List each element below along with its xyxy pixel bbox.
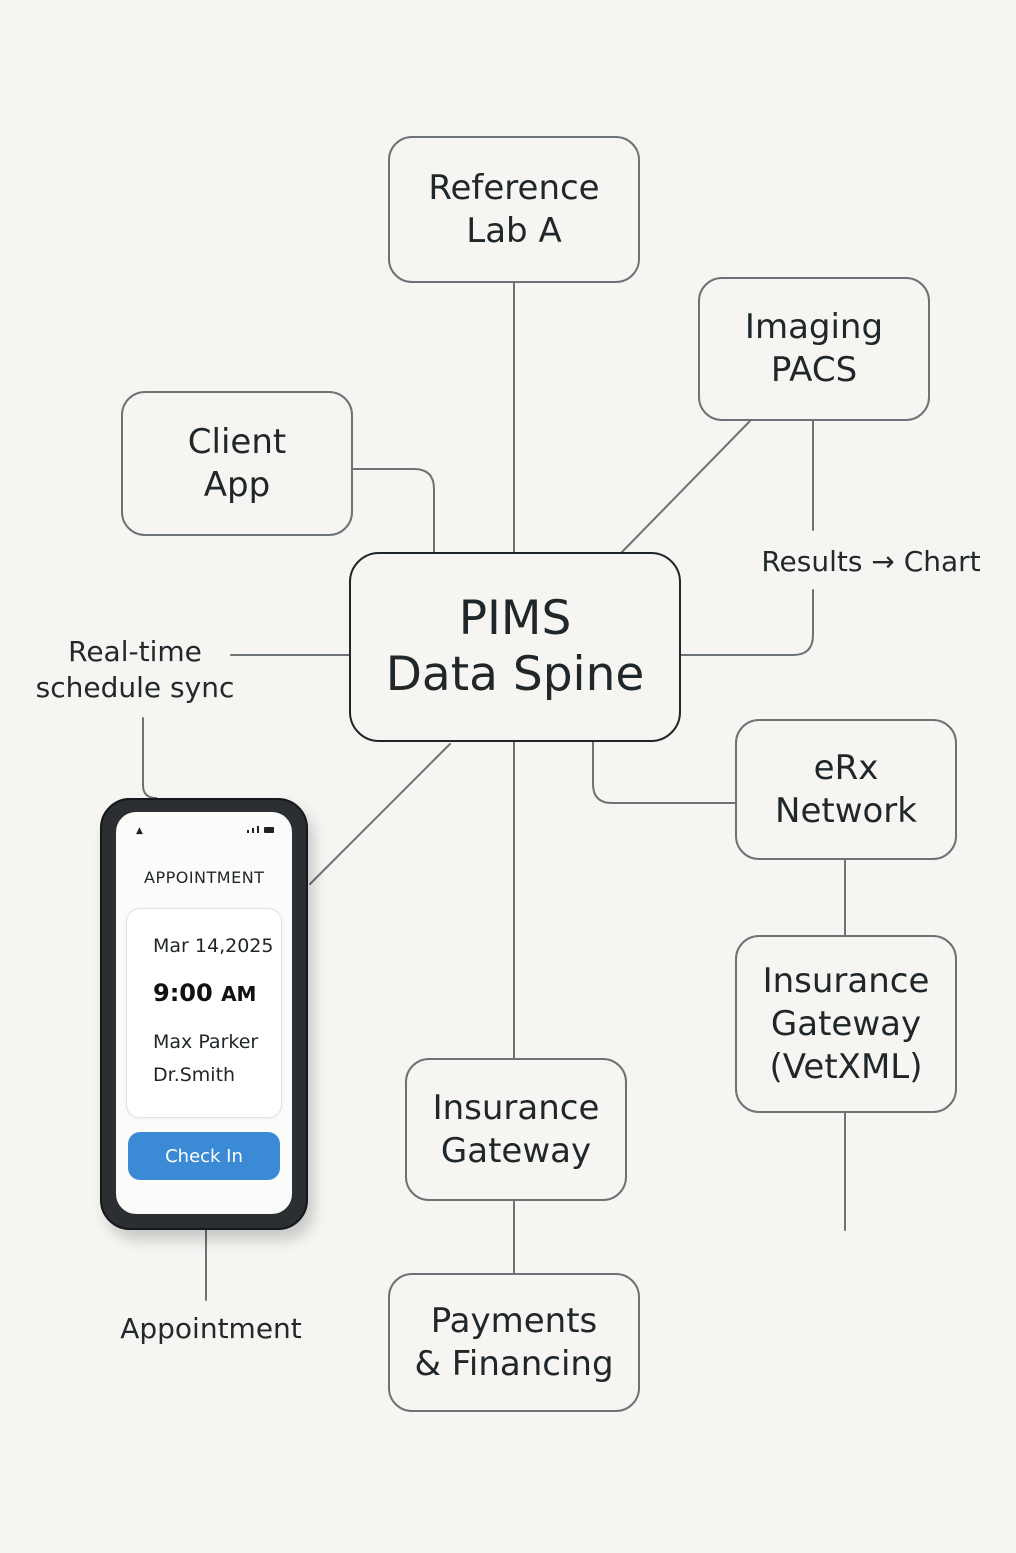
appointment-date: Mar 14,2025 [153,935,274,957]
realtime-sync-label: Real-time schedule sync [30,634,240,706]
erx-line1: eRx [813,747,879,788]
payments-line1: Payments [430,1300,598,1341]
battery-icon [264,827,274,833]
client-app-line1: Client [187,421,287,462]
appointment-header: APPOINTMENT [144,868,265,887]
payments-line2: & Financing [414,1343,614,1384]
connector-imaging-diagonal [621,420,751,553]
insurance-gateway-line2: Gateway [440,1130,592,1171]
signal-bars-icon [247,830,249,833]
signal-icon: ▲ [136,826,143,836]
realtime-line1: Real-time [68,635,202,668]
insurance-vetxml-line1: Insurance [762,960,930,1001]
payments-financing-node: Payments & Financing [388,1273,640,1412]
insurance-gateway-line1: Insurance [432,1087,600,1128]
erx-line2: Network [775,790,917,831]
hub-line1: PIMS [458,591,572,646]
connector-realtime-phone [142,717,157,799]
reference-lab-node: Reference Lab A [388,136,640,283]
imaging-line1: Imaging [744,307,884,347]
appointment-label: Appointment [120,1312,302,1345]
connector-results-hub [679,589,814,656]
connector-client-app [351,468,435,553]
insurance-gateway-node: Insurance Gateway [405,1058,627,1201]
reference-lab-line2: Lab A [466,210,562,251]
status-bar-icons [247,826,274,833]
check-in-button[interactable]: Check In [128,1132,280,1180]
imaging-pacs-node: Imaging PACS [698,277,930,421]
insurance-vetxml-line2: Gateway [770,1003,922,1044]
signal-bar [252,828,254,833]
time-ampm: AM [221,982,257,1006]
reference-lab-line1: Reference [428,167,600,208]
patient-name: Max Parker [153,1031,259,1053]
phone-mockup: ▲ APPOINTMENT Mar 14,2025 9:00 AM Max Pa… [100,798,308,1230]
insurance-vetxml-line3: (VetXML) [769,1046,923,1087]
imaging-line2: PACS [770,350,858,390]
time-value: 9:00 [153,979,213,1007]
hub-line2: Data Spine [385,647,645,702]
phone-screen: ▲ APPOINTMENT Mar 14,2025 9:00 AM Max Pa… [116,812,292,1214]
results-chart-label: Results → Chart [761,545,981,578]
client-app-line2: App [203,464,271,505]
connector-phone-hub [309,743,451,885]
realtime-line2: schedule sync [35,671,235,704]
erx-network-node: eRx Network [735,719,957,860]
signal-bar [257,826,259,833]
connector-erx [592,741,736,804]
pims-data-spine-node: PIMS Data Spine [349,552,681,742]
doctor-name: Dr.Smith [153,1064,236,1086]
client-app-node: Client App [121,391,353,536]
insurance-vetxml-node: Insurance Gateway (VetXML) [735,935,957,1113]
appointment-time: 9:00 AM [153,979,256,1007]
appointment-card: Mar 14,2025 9:00 AM Max Parker Dr.Smith [126,908,282,1118]
